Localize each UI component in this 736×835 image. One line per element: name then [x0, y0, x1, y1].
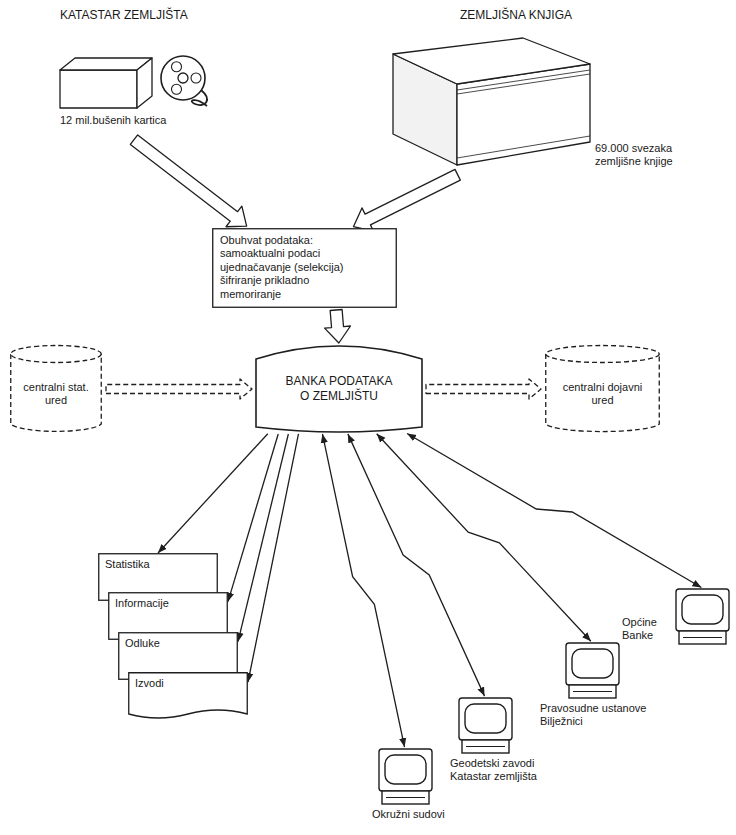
- external-database: centralni dojavni ured: [545, 345, 660, 433]
- text-holder: Informacije: [115, 597, 221, 610]
- terminal-body: [676, 589, 729, 631]
- document-title: Odluke: [125, 637, 231, 650]
- text-holder: BANKA PODATAKA O ZEMLJIŠTU: [281, 374, 397, 403]
- tape-reel-window: [172, 84, 182, 94]
- text-holder: ZEMLJIŠNA KNJIGA: [460, 8, 660, 23]
- document-title: Informacije: [115, 597, 221, 610]
- terminal-keyboard: [569, 685, 616, 698]
- card-deck-top: [60, 58, 152, 70]
- tape-reel-window: [172, 62, 182, 72]
- quantity-note: 12 mil.bušenih kartica: [60, 114, 210, 127]
- user-terminal: Okružni sudovi: [372, 748, 452, 823]
- process-text: Obuhvat podataka: samoaktualni podaci uj…: [220, 234, 370, 301]
- cylinder-body: [11, 354, 102, 431]
- terminal-keyboard-line: [573, 691, 612, 692]
- external-database: centralni stat. ured: [10, 345, 102, 433]
- document-title: Izvodi: [135, 677, 241, 690]
- book-page-edge: [457, 70, 590, 90]
- terminal-body: [566, 643, 619, 685]
- terminal-screen: [682, 595, 723, 624]
- output-arrow: [248, 434, 298, 682]
- tape-strip: [192, 90, 207, 106]
- text-holder: Općine Banke: [622, 616, 670, 643]
- tape-reel-hub: [178, 73, 188, 83]
- user-terminal: Geodetski zavodi Katastar zemljišta: [450, 697, 550, 786]
- terminal-body: [459, 698, 512, 740]
- databank-outline: [256, 346, 422, 432]
- terminal-keyboard: [462, 740, 509, 753]
- data-link-zigzag: [377, 434, 591, 642]
- tape-reel-window: [191, 73, 201, 83]
- document-title: Statistika: [105, 558, 211, 571]
- text-holder: Izvodi: [135, 677, 241, 690]
- document-outline: [129, 673, 248, 718]
- book-page-edge: [457, 74, 590, 94]
- cylinder-top: [546, 346, 660, 363]
- terminal-label: Okružni sudovi: [372, 808, 452, 821]
- text-holder: centralni dojavni ured: [557, 381, 648, 408]
- dashed-flow-arrow: [426, 379, 541, 399]
- user-terminal: Općine Banke: [622, 588, 732, 646]
- terminal-screen: [465, 704, 506, 733]
- text-holder: Geodetski zavodi Katastar zemljišta: [450, 757, 550, 784]
- book-cover: [393, 38, 590, 84]
- text-holder: Pravosudne ustanove Bilježnici: [540, 702, 660, 729]
- text-holder: Odluke: [125, 637, 231, 650]
- hollow-flow-arrow: [325, 310, 351, 344]
- card-deck-front: [60, 70, 137, 108]
- text-holder: Obuhvat podataka: samoaktualni podaci uj…: [220, 234, 370, 301]
- dashed-flow-arrow: [106, 379, 252, 399]
- land-register-source: ZEMLJIŠNA KNJIGA 69.000 svezaka zemljišne…: [385, 8, 690, 173]
- terminal-label: Pravosudne ustanove Bilježnici: [540, 702, 660, 729]
- text-holder: Statistika: [105, 558, 211, 571]
- user-terminal: Pravosudne ustanove Bilježnici: [540, 642, 660, 731]
- terminal-keyboard: [679, 631, 726, 644]
- text-holder: Okružni sudovi: [372, 808, 452, 821]
- output-document: Izvodi: [128, 672, 248, 722]
- hollow-flow-arrow: [130, 135, 246, 227]
- terminal-keyboard-line: [683, 637, 722, 638]
- terminal-body: [379, 749, 432, 791]
- output-arrow: [158, 434, 268, 553]
- data-link-zigzag: [322, 434, 404, 747]
- process-box: Obuhvat podataka: samoaktualni podaci uj…: [212, 228, 397, 308]
- terminal-keyboard-line: [386, 797, 425, 798]
- tape-reel: [161, 56, 205, 100]
- text-holder: 69.000 svezaka zemljišne knjige: [595, 142, 687, 169]
- punched-card-source: KATASTAR ZEMLJIŠTA 12 mil.bušenih kartica: [55, 8, 220, 136]
- database-label: centralni dojavni ured: [557, 381, 648, 408]
- process-outline: [213, 229, 397, 308]
- output-arrow: [228, 434, 278, 602]
- cylinder-body: [546, 354, 660, 432]
- book-page-edge: [457, 136, 590, 158]
- database-label: centralni stat. ured: [20, 381, 92, 408]
- databank-label: BANKA PODATAKA O ZEMLJIŠTU: [281, 374, 397, 403]
- source-heading: ZEMLJIŠNA KNJIGA: [460, 8, 660, 23]
- text-holder: centralni stat. ured: [20, 381, 92, 408]
- hollow-flow-arrow: [353, 169, 460, 231]
- central-databank: BANKA PODATAKA O ZEMLJIŠTU: [255, 345, 423, 433]
- terminal-screen: [385, 755, 426, 784]
- text-holder: 12 mil.bušenih kartica: [60, 114, 210, 127]
- terminal-label: Općine Banke: [622, 616, 670, 643]
- terminal-label: Geodetski zavodi Katastar zemljišta: [450, 757, 550, 784]
- data-link-zigzag: [407, 433, 701, 587]
- terminal-screen: [572, 649, 613, 678]
- source-heading: KATASTAR ZEMLJIŠTA: [60, 8, 210, 23]
- terminal-keyboard: [382, 791, 429, 804]
- card-deck-side: [137, 58, 152, 108]
- cylinder-top: [11, 346, 102, 363]
- terminal-keyboard-line: [466, 746, 505, 747]
- quantity-note: 69.000 svezaka zemljišne knjige: [595, 142, 687, 169]
- text-holder: KATASTAR ZEMLJIŠTA: [60, 8, 210, 23]
- data-link-zigzag: [348, 434, 485, 696]
